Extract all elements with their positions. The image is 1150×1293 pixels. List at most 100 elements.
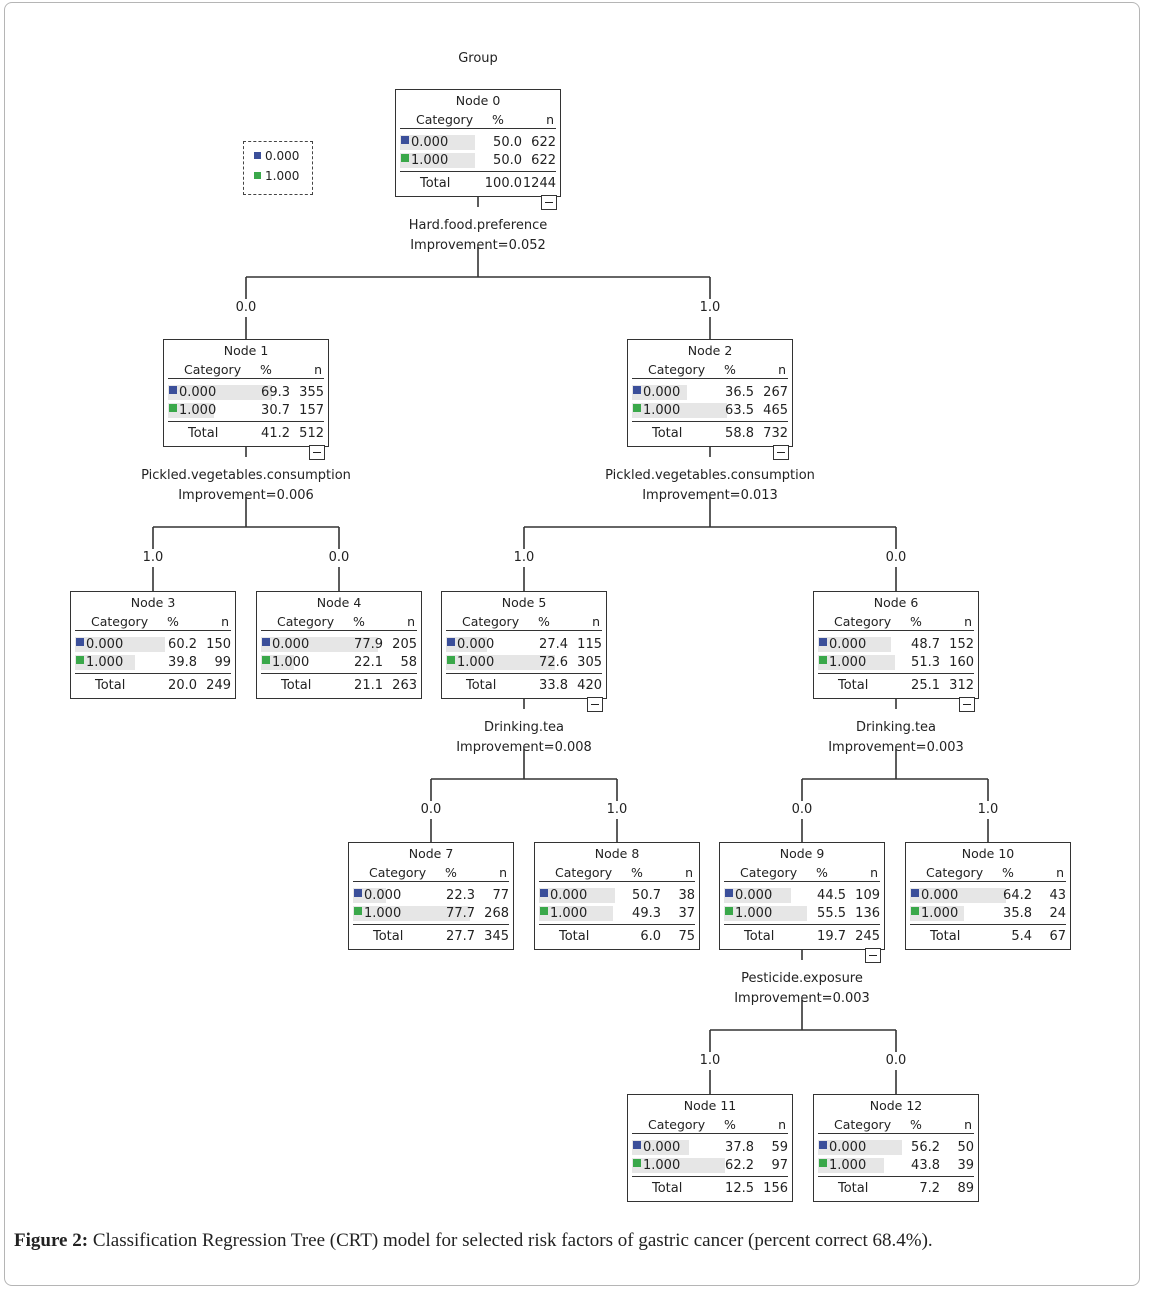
figure-frame: [4, 2, 1140, 1286]
total-label: Total: [559, 929, 590, 944]
total-pct: 33.8: [539, 678, 568, 693]
category-bar: [446, 637, 487, 652]
category-pct: 35.8: [1003, 906, 1032, 921]
category-n: 58: [400, 655, 417, 670]
node-title: Node 1: [223, 343, 269, 358]
category-label: 1.000: [364, 906, 402, 921]
total-row: Total 58.8 732: [628, 425, 792, 442]
category-swatch: [169, 404, 177, 412]
tree-node-0: Node 0 Category % n 0.000 50.0 622 1.000…: [395, 89, 561, 197]
node-header: Category % n: [71, 614, 235, 630]
total-pct: 27.7: [446, 929, 475, 944]
node-header: Category % n: [164, 362, 328, 378]
total-n: 263: [392, 678, 417, 693]
branch-value-left: 1.0: [699, 1053, 721, 1068]
total-label: Total: [838, 1181, 869, 1196]
total-pct: 41.2: [261, 426, 290, 441]
category-n: 205: [392, 637, 417, 652]
tree-node-1: Node 1 Category % n 0.000 69.3 355 1.000…: [163, 339, 329, 447]
tree-node-10: Node 10 Category % n 0.000 64.2 43 1.000…: [905, 842, 1071, 950]
total-row: Total 5.4 67: [906, 928, 1070, 945]
total-pct: 6.0: [640, 929, 661, 944]
category-n: 465: [763, 403, 788, 418]
collapse-toggle-icon[interactable]: [865, 948, 881, 963]
category-swatch: [401, 136, 409, 144]
total-row: Total 41.2 512: [164, 425, 328, 442]
category-pct: 60.2: [168, 637, 197, 652]
total-rule: [539, 924, 695, 925]
category-swatch: [262, 656, 270, 664]
header-n: n: [778, 362, 786, 377]
total-label: Total: [838, 678, 869, 693]
category-pct: 50.7: [632, 888, 661, 903]
collapse-toggle-icon[interactable]: [959, 697, 975, 712]
header-category: Category: [740, 865, 798, 880]
category-n: 268: [484, 906, 509, 921]
total-row: Total 27.7 345: [349, 928, 513, 945]
total-label: Total: [188, 426, 219, 441]
total-rule: [353, 924, 509, 925]
total-rule: [818, 673, 974, 674]
collapse-toggle-icon[interactable]: [773, 445, 789, 460]
node-header: Category % n: [628, 1117, 792, 1133]
header-n: n: [499, 865, 507, 880]
header-n: n: [870, 865, 878, 880]
header-category: Category: [834, 614, 892, 629]
header-pct: %: [631, 865, 643, 880]
node-title: Node 11: [683, 1098, 737, 1113]
header-category: Category: [416, 112, 474, 127]
category-swatch: [633, 1159, 641, 1167]
category-n: 160: [949, 655, 974, 670]
tree-title: Group: [458, 51, 498, 66]
category-pct: 27.4: [539, 637, 568, 652]
total-label: Total: [373, 929, 404, 944]
category-n: 43: [1049, 888, 1066, 903]
header-category: Category: [369, 865, 427, 880]
header-rule: [446, 630, 602, 631]
category-swatch: [911, 889, 919, 897]
node-header: Category % n: [720, 865, 884, 881]
category-label: 0.000: [411, 135, 449, 150]
category-row-0: 0.000 50.0 622: [396, 134, 560, 151]
category-pct: 44.5: [817, 888, 846, 903]
header-category: Category: [648, 362, 706, 377]
total-n: 156: [763, 1181, 788, 1196]
tree-node-12: Node 12 Category % n 0.000 56.2 50 1.000…: [813, 1094, 979, 1202]
header-rule: [75, 630, 231, 631]
legend-label-1: 1.000: [265, 169, 300, 183]
category-bar: [818, 637, 891, 652]
category-bar: [632, 1158, 725, 1173]
collapse-toggle-icon[interactable]: [309, 445, 325, 460]
category-label: 0.000: [643, 385, 681, 400]
category-bar: [168, 403, 214, 418]
node-header: Category % n: [814, 1117, 978, 1133]
legend-swatch-0: [254, 152, 261, 159]
branch-value-right: 0.0: [885, 1053, 907, 1068]
branch-value-right: 1.0: [977, 802, 999, 817]
node-title: Node 7: [408, 846, 454, 861]
total-row: Total 33.8 420: [442, 677, 606, 694]
header-pct: %: [167, 614, 179, 629]
split-improvement: Improvement=0.052: [410, 238, 546, 253]
category-label: 1.000: [272, 655, 310, 670]
category-bar: [818, 1158, 884, 1173]
category-pct: 48.7: [911, 637, 940, 652]
header-rule: [724, 881, 880, 882]
category-row-1: 1.000 51.3 160: [814, 654, 978, 671]
category-label: 0.000: [86, 637, 124, 652]
category-pct: 49.3: [632, 906, 661, 921]
category-n: 77: [492, 888, 509, 903]
split-variable: Drinking.tea: [483, 720, 565, 735]
collapse-toggle-icon[interactable]: [541, 195, 557, 210]
collapse-toggle-icon[interactable]: [587, 697, 603, 712]
category-swatch: [169, 386, 177, 394]
header-rule: [539, 881, 695, 882]
legend-swatch-1: [254, 172, 261, 179]
caption-text: Classification Regression Tree (CRT) mod…: [88, 1230, 933, 1251]
tree-node-2: Node 2 Category % n 0.000 36.5 267 1.000…: [627, 339, 793, 447]
header-n: n: [221, 614, 229, 629]
total-rule: [261, 673, 417, 674]
header-rule: [632, 1133, 788, 1134]
category-row-0: 0.000 36.5 267: [628, 384, 792, 401]
node-header: Category % n: [349, 865, 513, 881]
